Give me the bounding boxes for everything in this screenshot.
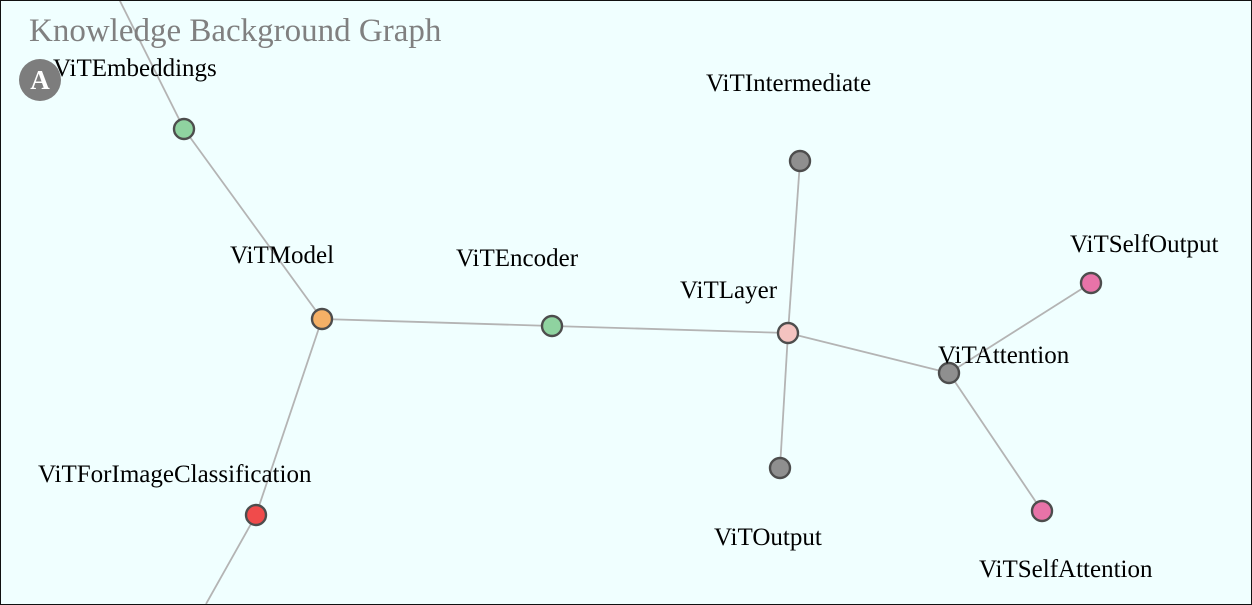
edge-vitlayer-vitoutput (779, 332, 789, 469)
node-label-vitoutput: ViTOutput (714, 524, 822, 551)
edge-vitattention-vitselfoutput (948, 282, 1092, 374)
node-vitforimageclassification[interactable] (244, 503, 268, 527)
node-vitoutput[interactable] (768, 456, 792, 480)
edge-vitlayer-vitintermediate (787, 160, 801, 334)
node-vitmodel[interactable] (310, 307, 334, 331)
node-label-vitintermediate: ViTIntermediate (706, 70, 871, 97)
panel-badge: A (19, 59, 61, 101)
node-vitintermediate[interactable] (788, 149, 812, 173)
node-label-vitselfattention: ViTSelfAttention (979, 556, 1153, 583)
node-vitlayer[interactable] (776, 321, 800, 345)
node-vitattention[interactable] (937, 361, 961, 385)
graph-title: Knowledge Background Graph (29, 13, 442, 49)
node-label-vitselfoutput: ViTSelfOutput (1070, 231, 1219, 258)
edge-vitembeddings-vitmodel (183, 128, 323, 320)
edge-vitencoder-vitlayer (551, 325, 789, 334)
node-label-vitlayer: ViTLayer (680, 277, 778, 304)
edge-vitlayer-vitattention (787, 332, 950, 374)
node-label-vitforimageclassification: ViTForImageClassification (38, 461, 312, 488)
node-vitselfattention[interactable] (1030, 499, 1054, 523)
edge-vitmodel-vitforimageclassification (255, 318, 323, 516)
node-label-vitembeddings: ViTEmbeddings (53, 55, 217, 82)
node-vitselfoutput[interactable] (1079, 271, 1103, 295)
node-label-vitattention: ViTAttention (938, 342, 1070, 369)
edge-vitattention-vitselfattention (948, 372, 1043, 512)
node-vitembeddings[interactable] (172, 117, 196, 141)
edge-offscreen-1 (205, 514, 257, 604)
node-label-vitmodel: ViTModel (230, 242, 334, 269)
node-label-vitencoder: ViTEncoder (456, 245, 579, 272)
node-vitencoder[interactable] (540, 314, 564, 338)
edge-offscreen-0 (118, 1, 185, 130)
edge-vitmodel-vitencoder (321, 318, 553, 327)
